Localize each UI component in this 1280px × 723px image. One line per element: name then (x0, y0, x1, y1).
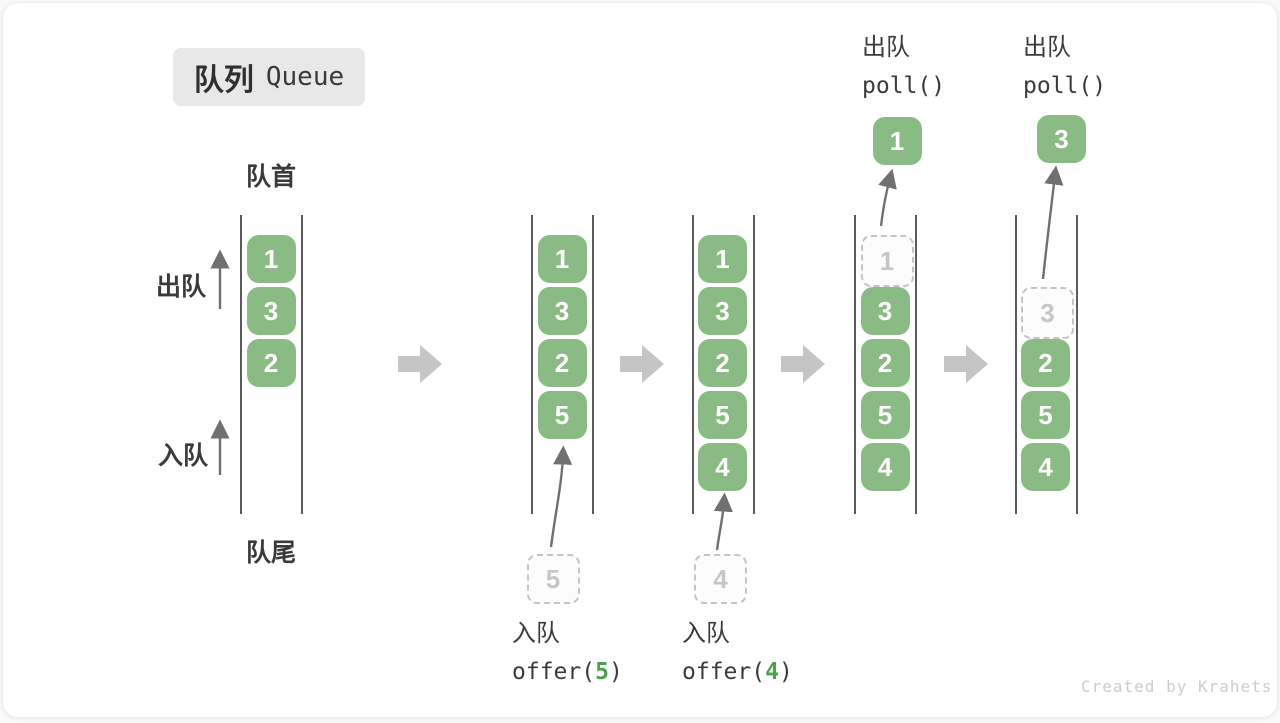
enqueue-5-arrow (549, 445, 573, 548)
queue-box: 4 (1021, 443, 1070, 491)
state-transition-arrow-1 (398, 345, 442, 383)
queue-wall-right (592, 215, 594, 514)
queue-box: 2 (1021, 339, 1070, 387)
enqueue-side-label: 入队 (158, 442, 209, 470)
dequeued-box: 1 (872, 117, 922, 165)
queue-box: 3 (698, 287, 747, 335)
dequeue-operation-1: 出队 poll() (862, 29, 945, 105)
queue-box: 1 (698, 235, 747, 283)
dequeue-3-arrow (1041, 165, 1064, 280)
title-badge: 队列 Queue (173, 48, 365, 106)
queue-box: 2 (537, 339, 587, 387)
queue-box: 3 (537, 287, 587, 335)
queue-wall-left (240, 215, 242, 514)
queue-box: 5 (698, 391, 747, 439)
enqueue-2-code: offer(4) (682, 659, 793, 685)
dequeue-2-code: poll() (1023, 73, 1107, 99)
title-zh: 队列 (193, 64, 254, 97)
enqueue-2-arg: 4 (765, 659, 779, 685)
enqueue-4-arrow (713, 492, 733, 551)
queue-box: 3 (860, 287, 910, 335)
dequeue-1-title: 出队 (862, 34, 910, 61)
dequeue-2-title: 出队 (1023, 34, 1071, 61)
queue-box: 1 (537, 235, 587, 283)
queue-wall-left (854, 215, 856, 514)
dequeue-operation-2: 出队 poll() (1023, 29, 1106, 105)
queue-box: 2 (860, 339, 910, 387)
dequeue-1-code: poll() (862, 73, 946, 99)
queue-box: 4 (860, 443, 910, 491)
incoming-box: 5 (526, 554, 580, 604)
enqueue-operation-1: 入队 offer(5) (512, 615, 623, 691)
state-transition-arrow-4 (944, 345, 988, 383)
queue-box: 4 (698, 443, 747, 491)
queue-box: 5 (1021, 391, 1070, 439)
dequeue-1-arrow (878, 168, 897, 227)
queue-wall-right (301, 215, 303, 514)
incoming-box: 4 (694, 554, 747, 604)
queue-wall-right (1075, 215, 1078, 514)
enqueue-1-code: offer(5) (512, 659, 623, 685)
queue-box: 2 (698, 339, 747, 387)
queue-box-dashed: 3 (1021, 287, 1074, 339)
queue-box: 2 (246, 339, 296, 387)
queue-box: 1 (246, 235, 296, 283)
enqueue-1-arg: 5 (595, 659, 609, 685)
watermark: Created by Krahets (1081, 677, 1273, 696)
queue-wall-left (531, 215, 533, 514)
queue-wall-right (752, 215, 755, 514)
queue-rear-label: 队尾 (245, 539, 296, 567)
enqueue-1-title: 入队 (512, 620, 560, 647)
queue-wall-left (1014, 215, 1017, 514)
queue-box: 3 (246, 287, 296, 335)
dequeue-side-label: 出队 (156, 273, 207, 301)
enqueue-2-title: 入队 (682, 620, 730, 647)
title-en: Queue (265, 62, 345, 92)
queue-front-label: 队首 (245, 163, 296, 191)
state-transition-arrow-3 (781, 345, 825, 383)
queue-wall-right (915, 215, 917, 514)
queue-box: 5 (537, 391, 587, 439)
arrows-overlay (210, 165, 1064, 551)
dequeued-box: 3 (1037, 115, 1086, 163)
queue-wall-left (691, 215, 694, 514)
enqueue-operation-2: 入队 offer(4) (682, 615, 793, 691)
queue-box: 5 (860, 391, 910, 439)
state-transition-arrow-2 (620, 345, 664, 383)
queue-box-dashed: 1 (860, 235, 914, 287)
